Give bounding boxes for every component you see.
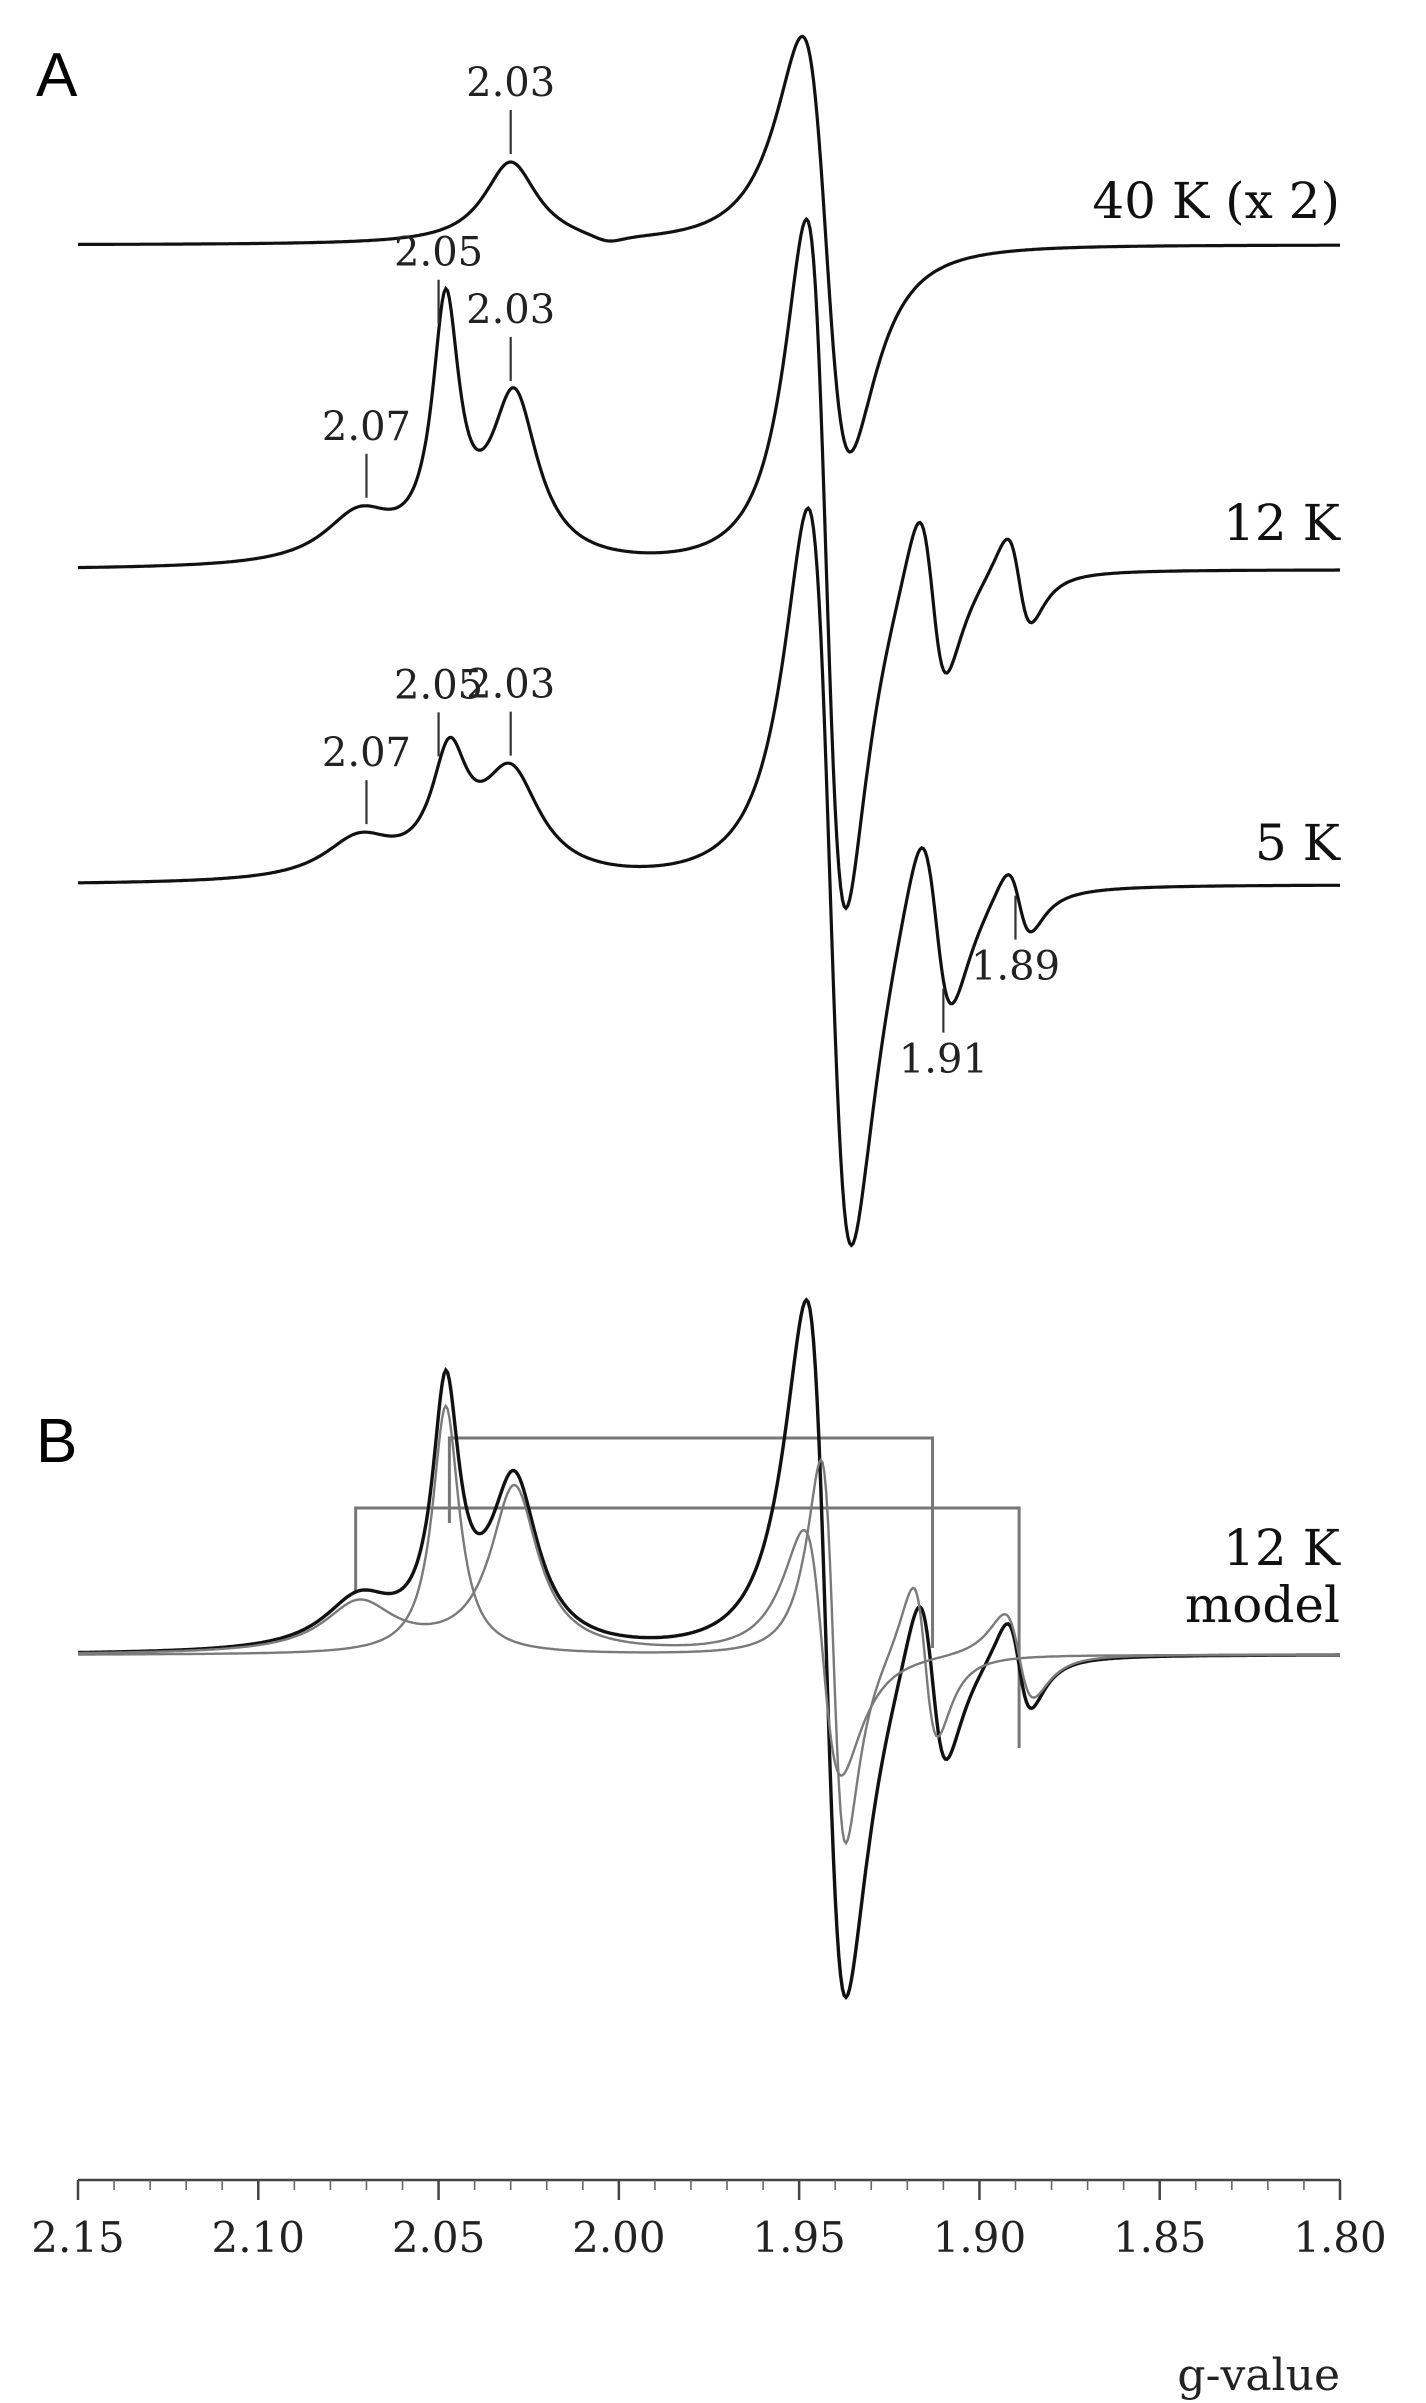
panel-b-letter: B bbox=[36, 1407, 77, 1476]
x-tick-label-5: 1.90 bbox=[933, 2213, 1027, 2262]
x-tick-label-1: 2.10 bbox=[212, 2213, 306, 2262]
x-tick-label-3: 2.00 bbox=[572, 2213, 666, 2262]
peak-label-trace-12k-1: 2.05 bbox=[394, 230, 483, 276]
x-axis: 2.15 2.10 2.05 2.00 1.95 1.90 1.85 1.80 g-value bbox=[31, 2178, 1387, 2401]
panel-a-traces bbox=[77, 34, 1340, 1248]
trace-40k bbox=[78, 34, 1340, 454]
x-axis-ticks: 2.15 2.10 2.05 2.00 1.95 1.90 1.85 1.80 bbox=[31, 2180, 1387, 2262]
peak-label-trace-5k-4: 1.89 bbox=[971, 944, 1060, 990]
model-label-line-1: 12 K bbox=[1223, 1519, 1342, 1577]
x-tick-label-2: 2.05 bbox=[392, 2213, 486, 2262]
trace-5k bbox=[78, 505, 1340, 1248]
trace-label-40k: 40 K (x 2) bbox=[1092, 172, 1340, 230]
peak-label-trace-40k-0: 2.03 bbox=[466, 60, 555, 106]
panel-a-letter: A bbox=[36, 41, 78, 110]
trace-label-5k: 5 K bbox=[1255, 814, 1342, 872]
panel-b: B 12 K model bbox=[36, 1297, 1342, 2001]
panel-a: A 2.032.072.052.032.072.052.031.911.89 4… bbox=[36, 34, 1342, 1248]
x-axis-title: g-value bbox=[1177, 2350, 1340, 2401]
panel-b-brackets bbox=[354, 1436, 1021, 1748]
x-tick-label-4: 1.95 bbox=[752, 2213, 846, 2262]
x-tick-label-6: 1.85 bbox=[1113, 2213, 1207, 2262]
trace-label-12k: 12 K bbox=[1223, 494, 1342, 552]
x-tick-label-0: 2.15 bbox=[31, 2213, 125, 2262]
panel-b-traces bbox=[78, 1297, 1340, 2001]
panel-a-peak-markers: 2.032.072.052.032.072.052.031.911.89 bbox=[322, 60, 1060, 1083]
model-label-line-2: model bbox=[1185, 1576, 1340, 1634]
model-component-trace-2 bbox=[78, 1483, 1340, 1777]
peak-label-trace-12k-0: 2.07 bbox=[322, 404, 411, 450]
g-tensor-bracket-2 bbox=[354, 1506, 1021, 1748]
peak-label-trace-5k-0: 2.07 bbox=[322, 730, 411, 776]
g-tensor-bracket-1 bbox=[447, 1436, 935, 1648]
peak-label-trace-5k-1: 2.05 bbox=[394, 662, 483, 708]
peak-label-trace-5k-2: 2.03 bbox=[466, 662, 555, 708]
peak-label-trace-5k-3: 1.91 bbox=[899, 1037, 988, 1083]
trace-12k bbox=[77, 216, 1340, 911]
peak-label-trace-12k-2: 2.03 bbox=[466, 287, 555, 333]
x-tick-label-7: 1.80 bbox=[1293, 2213, 1387, 2262]
